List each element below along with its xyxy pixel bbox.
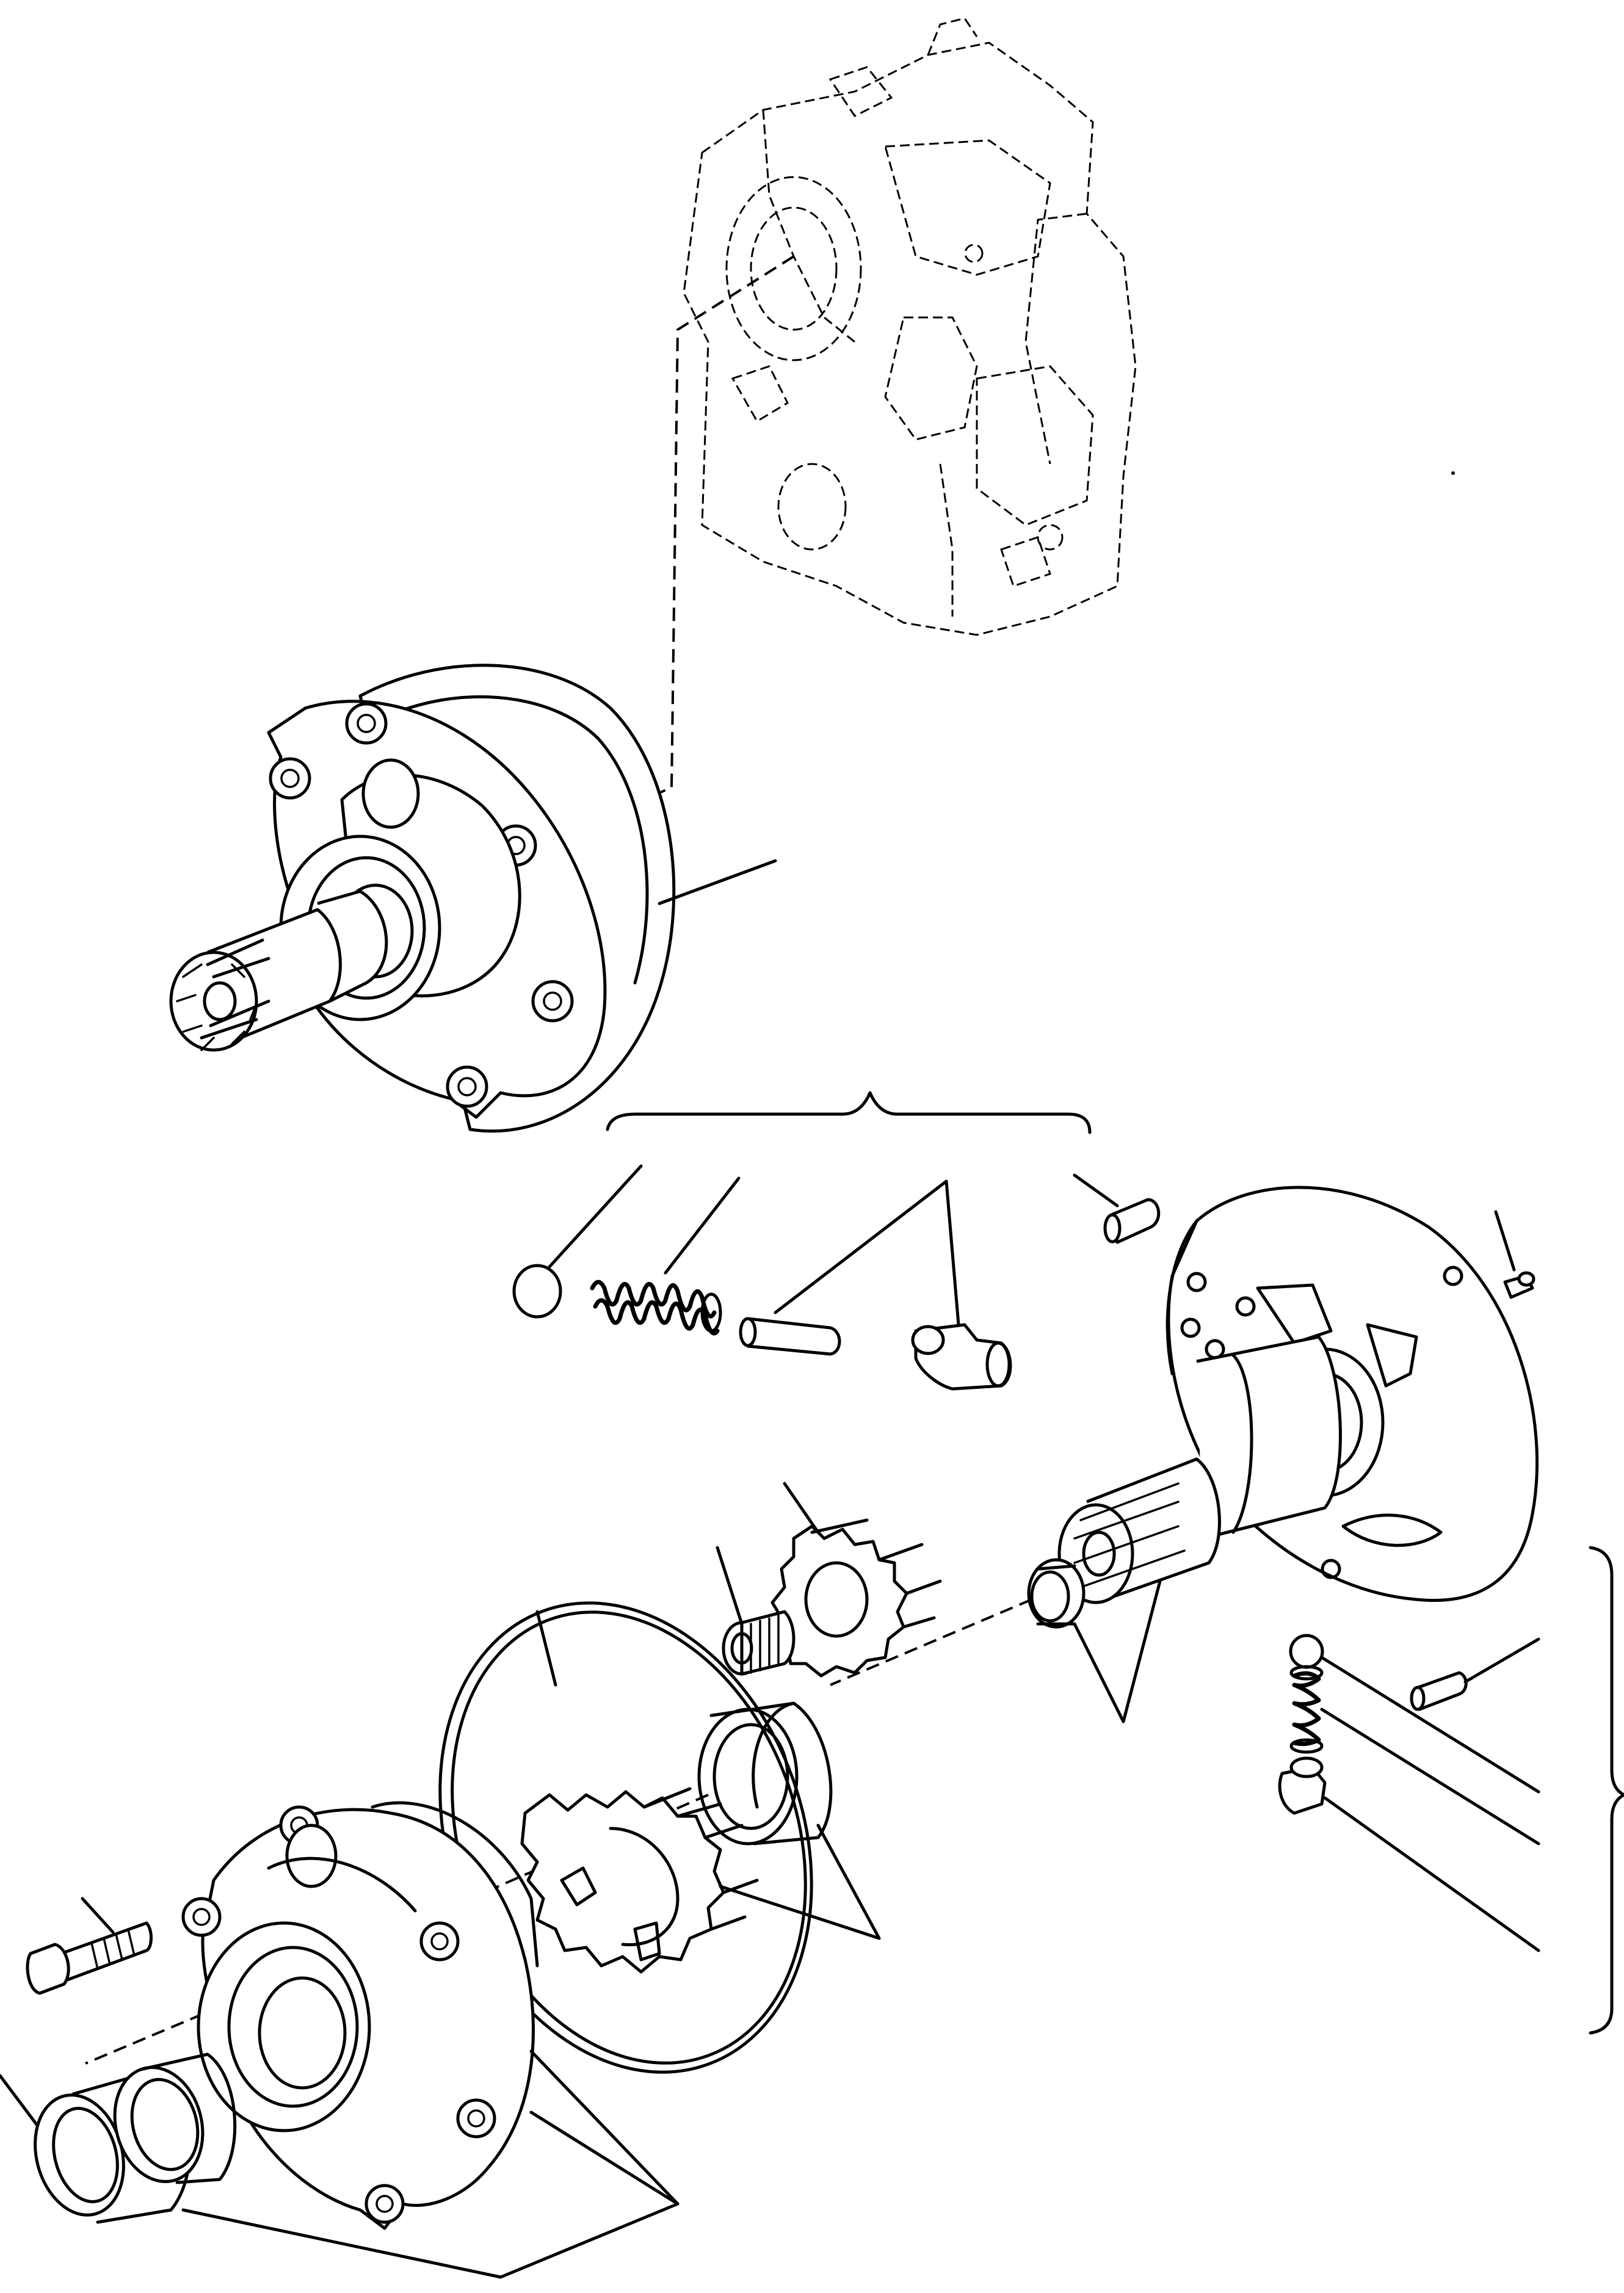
needle-bearing bbox=[722, 1610, 796, 1676]
cap-screw bbox=[26, 1921, 153, 1995]
leader-needle-bearing bbox=[716, 1546, 744, 1626]
relief-valve-kit-left bbox=[512, 1164, 1012, 1391]
leader-seal bbox=[0, 2074, 38, 2126]
roll-pin-upper bbox=[1103, 1198, 1161, 1244]
leader-shaft-group-b bbox=[1122, 1579, 1162, 1723]
ball-lower bbox=[1289, 1634, 1324, 1669]
leader-cap-screw bbox=[81, 1897, 115, 1934]
leader-lower-group-c bbox=[499, 2202, 680, 2279]
leader-o-ring bbox=[535, 1610, 557, 1687]
transmission-housing bbox=[683, 17, 1137, 636]
spring-upper bbox=[590, 1280, 722, 1336]
leader-gear-set-b bbox=[816, 1824, 881, 1940]
assembly-centerline-upper bbox=[628, 255, 795, 807]
drive-gear bbox=[520, 1787, 759, 1974]
leader-set-screw bbox=[1494, 1210, 1516, 1272]
roll-pin-lower bbox=[1410, 1671, 1468, 1711]
ball-upper bbox=[512, 1264, 562, 1319]
leader-gear-set-a bbox=[719, 1885, 881, 1940]
dowel-pin-upper bbox=[739, 1317, 841, 1356]
valve-plug-upper bbox=[911, 1323, 1012, 1391]
leader-lower-group-a bbox=[529, 2110, 680, 2206]
spring-lower bbox=[1289, 1665, 1324, 1754]
bearing-ring-center bbox=[697, 1701, 833, 1846]
leader-shaft-group-a bbox=[1073, 1622, 1125, 1723]
leader-roll-pin-upper bbox=[1073, 1173, 1119, 1208]
idler-gear bbox=[770, 1518, 942, 1678]
brace-right-kit bbox=[1589, 1546, 1624, 2035]
leader-lower-group-d bbox=[181, 2208, 502, 2279]
bushing-outer bbox=[113, 2052, 237, 2184]
pump-assembly bbox=[169, 664, 676, 1133]
leader-idler-gear bbox=[783, 1482, 820, 1534]
valve-plug-lower bbox=[1278, 1756, 1327, 1815]
leader-pump-assembly bbox=[658, 859, 777, 905]
pump-cover bbox=[1057, 1186, 1539, 1604]
relief-valve-kit-right bbox=[1278, 1634, 1540, 1952]
printed-mark bbox=[1451, 471, 1455, 475]
brace-upper-kit bbox=[606, 1091, 1092, 1134]
bushing bbox=[1027, 1558, 1086, 1629]
leader-lower-group-b bbox=[529, 2049, 680, 2206]
set-screw bbox=[1503, 1271, 1535, 1299]
pump-body-lower bbox=[181, 1801, 539, 2230]
